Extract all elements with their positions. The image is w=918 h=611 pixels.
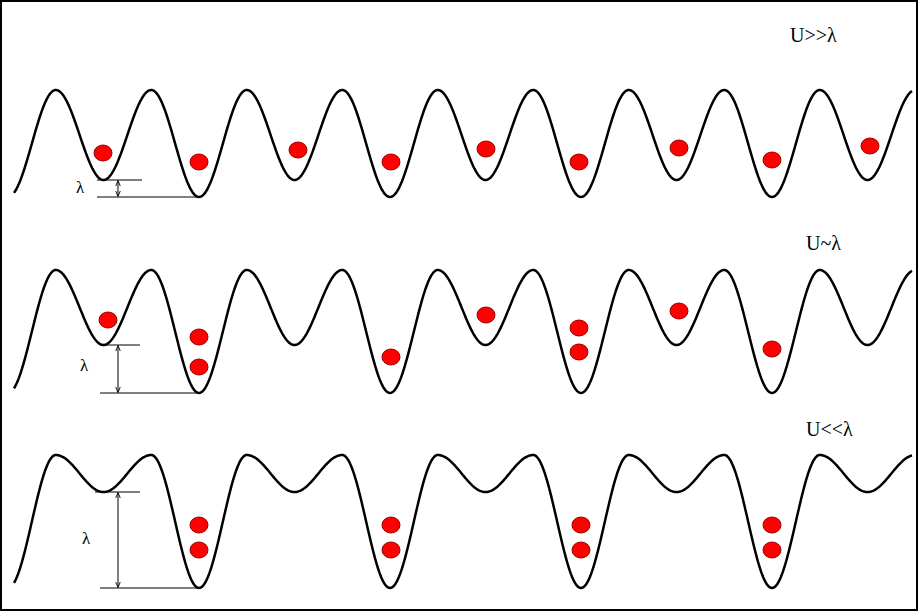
particle (190, 329, 208, 345)
particle (190, 517, 208, 533)
particle (99, 312, 117, 328)
particle (763, 542, 781, 558)
regime-label: U>>λ (790, 24, 837, 47)
particle (670, 140, 688, 156)
particle (570, 320, 588, 336)
dimension-label: λ (80, 356, 88, 376)
level-line (100, 393, 200, 394)
dimension-label: λ (76, 178, 84, 198)
particle (670, 303, 688, 319)
particle (570, 344, 588, 360)
level-line (100, 345, 140, 346)
dimension-arrow (118, 181, 119, 196)
dimension-arrow (118, 346, 119, 392)
particle (382, 517, 400, 533)
dimension-label: λ (82, 529, 90, 549)
particle (289, 142, 307, 158)
level-line (97, 197, 200, 198)
level-line (95, 492, 140, 493)
potential-curve (14, 455, 912, 588)
particle (570, 154, 588, 170)
regime-label: U<<λ (806, 418, 853, 441)
dimension-arrow (118, 493, 119, 587)
particle (763, 152, 781, 168)
particle (190, 359, 208, 375)
particle (382, 349, 400, 365)
level-line (97, 180, 142, 181)
particle (382, 542, 400, 558)
particle (572, 542, 590, 558)
potential-curve (14, 270, 912, 393)
regime-label: U~λ (806, 232, 841, 255)
particle (94, 145, 112, 161)
particle (477, 307, 495, 323)
particle (763, 341, 781, 357)
level-line (100, 588, 200, 589)
particle (477, 141, 495, 157)
particle (382, 154, 400, 170)
potential-curve (14, 90, 912, 197)
particle (861, 138, 879, 154)
particle (572, 517, 590, 533)
particle (763, 517, 781, 533)
particle (190, 542, 208, 558)
particle (190, 154, 208, 170)
